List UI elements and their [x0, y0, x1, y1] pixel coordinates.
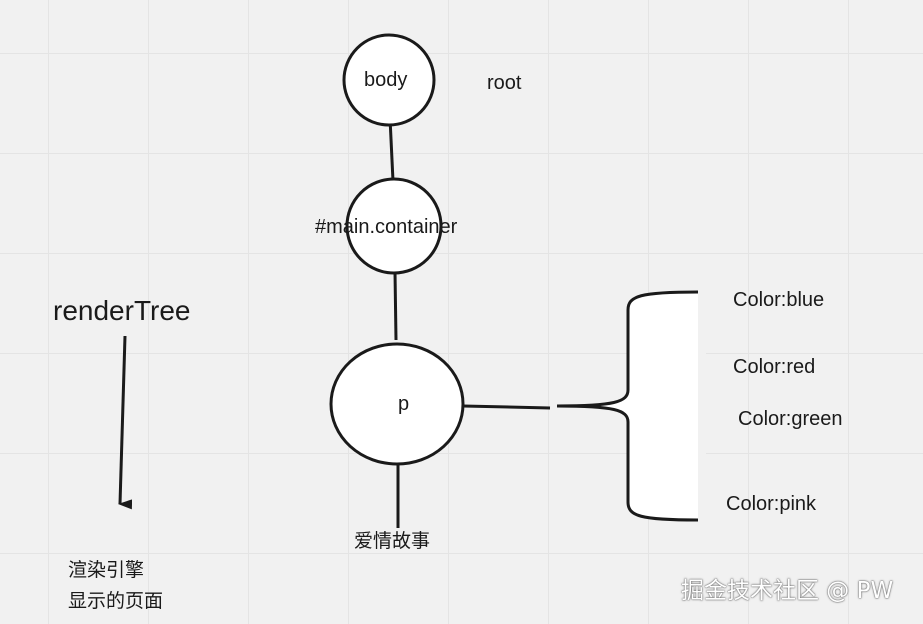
edge-container-p — [393, 271, 398, 341]
edge-body-container — [388, 117, 395, 182]
down-arrow — [118, 335, 133, 510]
node-container-label: #main.container — [315, 216, 458, 238]
caption-render-engine: 渲染引擎 — [68, 559, 145, 581]
edge-p-brace — [462, 404, 551, 410]
watermark: 掘金技术社区 @ PW — [681, 578, 894, 604]
node-body-label: body — [364, 69, 408, 91]
curly-brace — [556, 290, 699, 522]
style-blue: Color:blue — [733, 289, 825, 311]
style-red: Color:red — [733, 356, 816, 378]
node-container — [345, 177, 443, 275]
node-p — [329, 342, 465, 466]
child-text-label: 爱情故事 — [354, 530, 431, 552]
node-p-label: p — [398, 393, 410, 415]
style-green: Color:green — [738, 408, 843, 430]
caption-displayed-page: 显示的页面 — [68, 590, 164, 612]
node-body — [342, 33, 436, 127]
render-tree-title: renderTree — [53, 295, 191, 326]
root-label: root — [487, 72, 522, 94]
brace-mask — [698, 286, 706, 526]
style-pink: Color:pink — [726, 493, 817, 515]
